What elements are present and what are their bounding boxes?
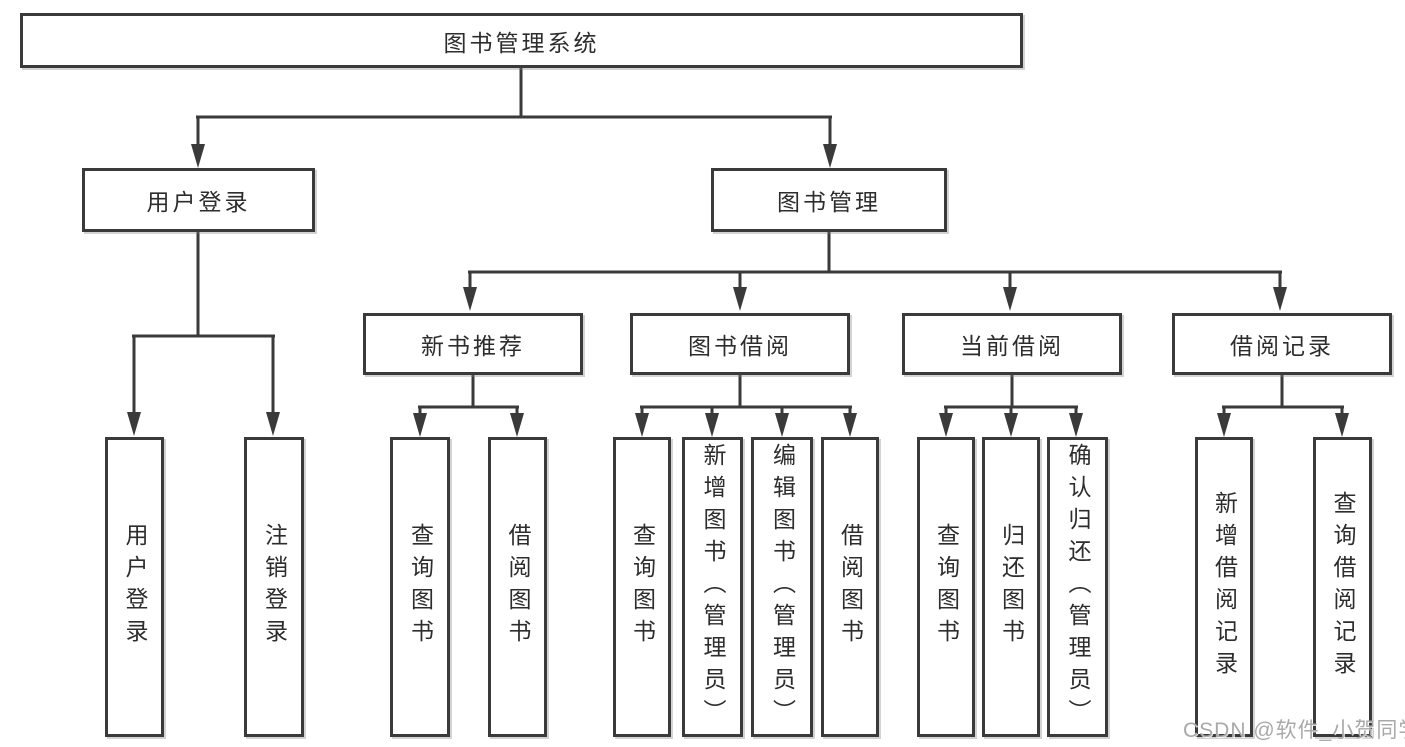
leaf-borrow-books-borrowing: 借阅图书 [821,437,879,737]
node-book-borrowing-label: 图书借阅 [688,333,792,359]
leaf-add-books-admin-label: 新增图书（管理员） [700,443,726,731]
leaf-add-borrow-record: 新增借阅记录 [1195,437,1253,737]
leaf-user-login: 用户登录 [105,437,164,737]
node-book-management-label: 图书管理 [777,189,881,215]
leaf-add-borrow-record-label: 新增借阅记录 [1211,491,1238,683]
leaf-return-books-label: 归还图书 [998,523,1025,651]
leaf-query-borrow-record-label: 查询借阅记录 [1330,491,1356,683]
node-root: 图书管理系统 [20,13,1023,68]
leaf-confirm-return-admin: 确认归还（管理员） [1047,437,1108,737]
leaf-query-books-current-label: 查询图书 [933,523,960,651]
leaf-query-books-current: 查询图书 [917,437,975,737]
leaf-add-books-admin: 新增图书（管理员） [682,437,743,737]
leaf-query-books-recommend: 查询图书 [390,437,450,737]
node-user-login-label: 用户登录 [146,189,251,215]
node-current-borrowing-label: 当前借阅 [960,333,1064,359]
leaf-edit-books-admin: 编辑图书（管理员） [751,437,813,737]
leaf-logout-label: 注销登录 [261,523,288,651]
node-new-book-recommend: 新书推荐 [363,313,583,375]
leaf-edit-books-admin-label: 编辑图书（管理员） [769,443,796,731]
leaf-confirm-return-admin-label: 确认归还（管理员） [1065,443,1091,731]
node-new-book-recommend-label: 新书推荐 [421,333,525,359]
leaf-query-borrow-record: 查询借阅记录 [1313,437,1372,737]
leaf-user-login-label: 用户登录 [122,523,148,651]
leaf-borrow-books-borrowing-label: 借阅图书 [837,523,864,651]
leaf-borrow-books-recommend: 借阅图书 [488,437,547,737]
leaf-query-books-recommend-label: 查询图书 [407,523,434,651]
leaf-return-books: 归还图书 [982,437,1040,737]
leaf-query-books-borrowing: 查询图书 [613,437,671,737]
node-root-label: 图书管理系统 [443,29,600,56]
leaf-logout: 注销登录 [244,437,304,737]
leaf-query-books-borrowing-label: 查询图书 [629,523,656,651]
node-book-management: 图书管理 [711,168,947,232]
node-borrowing-records-label: 借阅记录 [1230,333,1334,359]
node-user-login: 用户登录 [82,168,315,232]
arrowheads [127,144,1349,437]
node-current-borrowing: 当前借阅 [902,313,1122,375]
leaf-borrow-books-recommend-label: 借阅图书 [505,523,531,651]
node-borrowing-records: 借阅记录 [1172,313,1392,375]
node-book-borrowing: 图书借阅 [630,313,850,375]
